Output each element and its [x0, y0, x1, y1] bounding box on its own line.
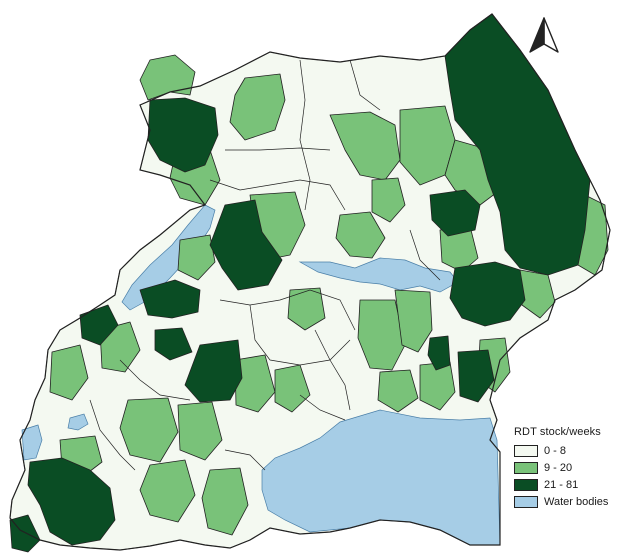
district-high-1: [147, 97, 219, 173]
district-high-5: [139, 279, 201, 319]
legend-title: RDT stock/weeks: [514, 426, 601, 438]
district-mid-3: [329, 111, 401, 181]
district-mid-18: [99, 321, 141, 373]
district-mid-22: [234, 354, 276, 413]
legend-label-mid: 9 - 20: [544, 461, 573, 474]
boundary-1: [225, 147, 331, 151]
district-high-7: [154, 327, 193, 361]
lake-kyoga: [298, 257, 459, 293]
boundary-12: [314, 329, 351, 411]
boundary-2: [299, 59, 311, 211]
district-mid-1: [139, 54, 196, 101]
district-mid-8: [335, 211, 386, 259]
district-mid-21: [177, 401, 223, 461]
district-mid-19: [49, 344, 89, 401]
boundary-4: [219, 289, 356, 331]
district-high-6: [79, 304, 119, 346]
district-high-3: [429, 189, 481, 237]
north-arrow-icon: [529, 17, 559, 53]
legend-item-low: 0 - 8: [514, 442, 620, 459]
boundary-8: [89, 399, 136, 471]
district-high-8: [184, 339, 243, 403]
district-mid-9: [371, 177, 406, 223]
district-high-10: [427, 335, 451, 371]
boundary-3: [209, 179, 346, 211]
legend-item-high: 21 - 81: [514, 476, 620, 493]
boundary-11: [409, 229, 441, 281]
district-mid-25: [201, 467, 249, 536]
district-mid-15: [377, 369, 419, 413]
legend-item-water: Water bodies: [514, 493, 620, 510]
boundary-5: [249, 304, 351, 366]
legend-swatch-high: [514, 478, 538, 491]
country-outline: [9, 13, 611, 551]
district-high-11: [457, 349, 495, 403]
district-high-13: [9, 514, 41, 553]
district-mid-14: [394, 289, 433, 353]
legend-swatch-mid: [514, 461, 538, 474]
lake-edward: [21, 424, 43, 461]
district-mid-2: [229, 73, 286, 141]
district-mid-28: [287, 287, 326, 331]
boundary-6: [119, 359, 191, 401]
district-mid-13: [357, 299, 406, 371]
district-mid-20: [119, 397, 179, 463]
district-mid-23: [274, 364, 311, 413]
map-legend: RDT stock/weeks 0 - 8 9 - 20 21 - 81 Wat…: [514, 426, 620, 510]
district-high-4: [209, 199, 283, 291]
legend-swatch-low: [514, 444, 538, 457]
district-mid-27: [177, 234, 216, 281]
boundary-7: [299, 394, 346, 421]
legend-label-high: 21 - 81: [544, 478, 579, 491]
district-mid-24: [139, 459, 196, 523]
legend-label-low: 0 - 8: [544, 444, 567, 457]
district-high-9: [449, 261, 526, 327]
boundary-9: [224, 449, 266, 471]
boundary-10: [349, 59, 381, 111]
district-high-12: [27, 457, 116, 546]
legend-swatch-water: [514, 495, 538, 508]
legend-item-mid: 9 - 20: [514, 459, 620, 476]
lake-george: [67, 413, 89, 431]
lake-albert: [121, 204, 216, 311]
legend-label-water: Water bodies: [544, 495, 609, 508]
